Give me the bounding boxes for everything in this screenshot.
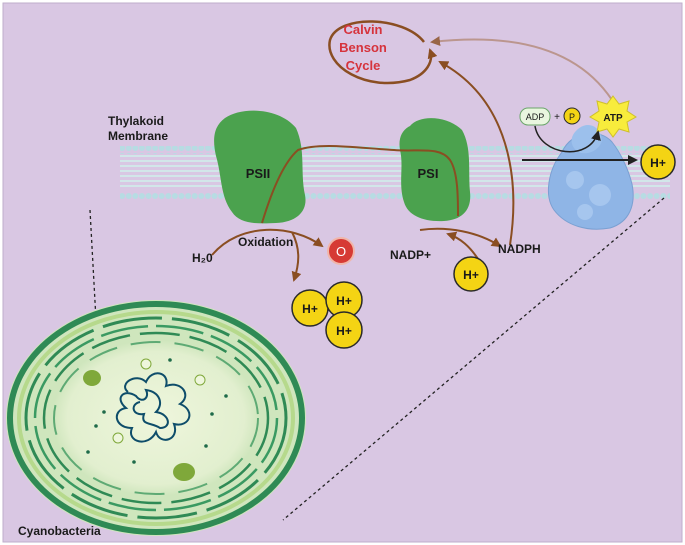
water-oxidation-arrow [211, 228, 324, 256]
calvin-label-line1: Calvin [343, 22, 382, 37]
water-label: H₂0 [192, 251, 213, 265]
cyanobacteria-cell [6, 300, 306, 536]
inclusion-body [112, 432, 124, 444]
ribosome [224, 394, 228, 398]
oxygen-icon [327, 237, 355, 265]
atp-label: ATP [603, 113, 623, 124]
ribosome [132, 460, 136, 464]
inclusion-body [194, 374, 206, 386]
inclusion-body [173, 463, 195, 481]
phosphate-icon [563, 107, 581, 125]
proton-label: H+ [336, 324, 352, 338]
zoom-guide-line [282, 197, 665, 521]
inclusion-body [83, 370, 101, 386]
oxygen-label: O [336, 244, 346, 259]
inclusion-body [140, 358, 152, 370]
ribosome [204, 444, 208, 448]
oxidation-label: Oxidation [238, 235, 293, 249]
psii-label: PSII [246, 166, 271, 181]
psii-complex [214, 110, 306, 224]
ribosome [86, 450, 90, 454]
nadp-reduction-arrow [419, 227, 502, 248]
proton-icon [640, 144, 676, 180]
zoom-guide-line [89, 209, 97, 321]
proton-label: H+ [302, 302, 318, 316]
thylakoid-label-line2: Membrane [108, 129, 168, 143]
psi-complex [399, 118, 471, 222]
nadp-plus-label: NADP+ [390, 248, 431, 262]
oxidation-proton-arrow [291, 231, 302, 282]
proton-label: H+ [650, 156, 666, 170]
plus-sign: + [554, 112, 560, 123]
calvin-label-line3: Cycle [346, 58, 381, 73]
phosphate-label: P [569, 112, 575, 122]
psi-label: PSI [418, 166, 439, 181]
ribosome [94, 424, 98, 428]
proton-icon [453, 256, 489, 292]
nucleoid-dna [116, 372, 191, 443]
atp-synthase [548, 125, 634, 230]
proton-label: H+ [463, 268, 479, 282]
thylakoid-label-line1: Thylakoid [108, 114, 164, 128]
nadph-to-calvin-arrow [438, 61, 515, 246]
calvin-cycle-loop [328, 20, 438, 85]
calvin-label-line2: Benson [339, 40, 387, 55]
adp-label: ADP [526, 112, 545, 122]
atp-burst-icon [589, 95, 637, 138]
adp-badge [519, 107, 551, 126]
ribosome [210, 412, 214, 416]
atp-synthesis-arrow [534, 125, 601, 153]
cyanobacteria-label: Cyanobacteria [18, 524, 101, 538]
nadph-label: NADPH [498, 242, 541, 256]
proton-icon [325, 311, 363, 349]
ribosome [168, 358, 172, 362]
proton-label: H+ [336, 294, 352, 308]
atp-to-calvin-arrow [430, 36, 613, 101]
ribosome [102, 410, 106, 414]
electron-path [261, 144, 459, 224]
proton-cluster: H+ H+ H+ [291, 281, 363, 349]
